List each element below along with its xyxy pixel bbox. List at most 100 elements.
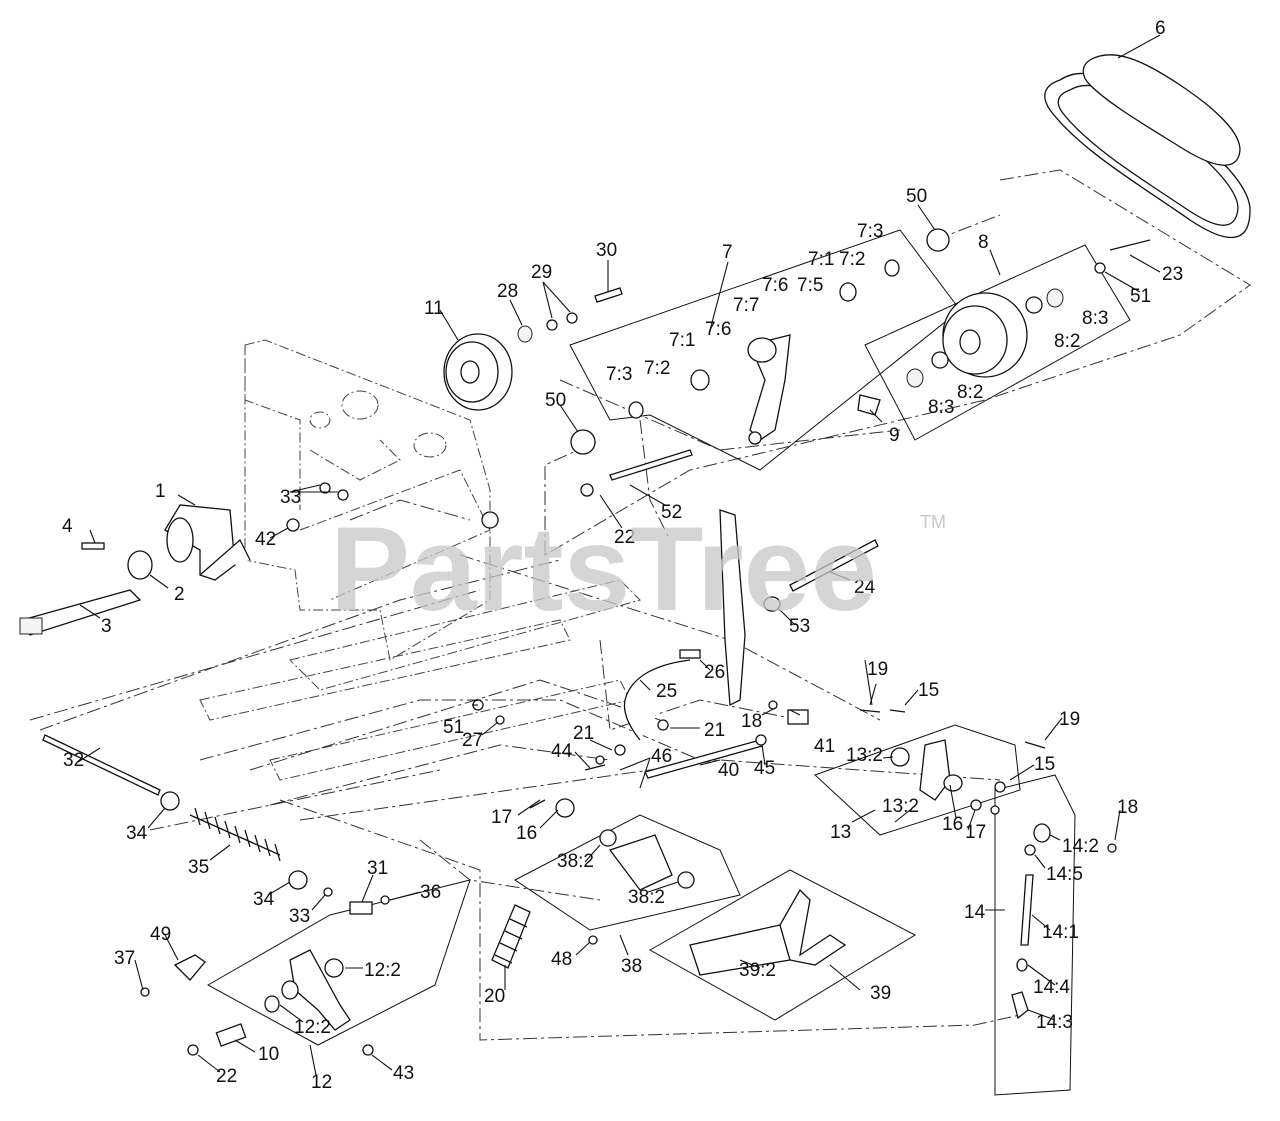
small-parts [286, 228, 1151, 532]
callout-18: 18 [741, 711, 762, 732]
shaft-3 [19, 589, 142, 636]
callout-16: 16 [942, 814, 963, 835]
callout-38-2: 38:2 [557, 851, 594, 872]
callout-35: 35 [188, 857, 209, 878]
callout-39: 39 [870, 983, 891, 1004]
bracket-38 [599, 829, 695, 891]
callout-32: 32 [63, 750, 84, 771]
callout-7-3: 7:3 [857, 221, 883, 242]
cable-25 [623, 659, 691, 741]
callout-13-2: 13:2 [846, 745, 883, 766]
callout-14-4: 14:4 [1033, 977, 1070, 998]
rod-52 [609, 449, 693, 481]
callout-26: 26 [704, 662, 725, 683]
callout-9: 9 [889, 425, 900, 446]
rod-32 [42, 734, 161, 796]
callout-12-2: 12:2 [364, 960, 401, 981]
callout-53: 53 [789, 616, 810, 637]
callout-30: 30 [596, 240, 617, 261]
bushing-34b [288, 870, 308, 890]
callout-11: 11 [424, 298, 444, 319]
callout-51: 51 [1130, 286, 1151, 307]
callout-12-2: 12:2 [294, 1017, 331, 1038]
callout-37: 37 [114, 948, 135, 969]
callout-45: 45 [754, 758, 775, 779]
callout-7-2: 7:2 [644, 358, 670, 379]
callout-51: 51 [443, 717, 464, 738]
washer-2 [127, 550, 153, 580]
callout-8: 8 [978, 232, 989, 253]
callout-34: 34 [126, 823, 148, 844]
callout-41: 41 [814, 736, 835, 757]
housing-1 [164, 504, 251, 581]
subassembly-boxes [206, 229, 1131, 1096]
callout-44: 44 [551, 741, 573, 762]
shaft-24 [789, 539, 879, 592]
assembly-box-12 [206, 879, 471, 1046]
callout-21: 21 [573, 723, 594, 744]
callout-31: 31 [367, 858, 388, 879]
callout-42: 42 [255, 529, 276, 550]
callout-33: 33 [289, 906, 310, 927]
callout-7-5: 7:5 [797, 275, 823, 296]
callout-7-1: 7:1 [669, 330, 695, 351]
belt [1044, 54, 1251, 238]
callout-40: 40 [718, 760, 739, 781]
callout-15: 15 [1034, 754, 1055, 775]
callout-19: 19 [867, 659, 888, 680]
callout-7-6: 7:6 [762, 275, 788, 296]
leader-lines [77, 34, 1161, 1076]
callout-38-2: 38:2 [628, 887, 665, 908]
callout-28: 28 [497, 281, 518, 302]
callout-43: 43 [393, 1063, 414, 1084]
callout-15: 15 [918, 680, 939, 701]
bar-26 [679, 649, 701, 659]
watermark-trademark: TM [920, 512, 946, 532]
pulley-11 [443, 333, 513, 411]
callout-7-2: 7:2 [839, 249, 865, 270]
callout-7-1: 7:1 [808, 249, 834, 270]
callout-29: 29 [531, 262, 552, 283]
bracket-13 [919, 739, 951, 801]
part-31 [349, 901, 373, 915]
callout-50: 50 [545, 390, 566, 411]
pedal-39 [689, 888, 847, 976]
part-41 [787, 709, 809, 725]
key-4 [81, 542, 105, 550]
callout-23: 23 [1162, 264, 1183, 285]
spring-35 [189, 807, 281, 862]
spring-20 [491, 904, 531, 969]
callout-49: 49 [150, 924, 171, 945]
lever-plate [719, 509, 746, 707]
callout-7: 7 [722, 242, 733, 263]
callout-20: 20 [484, 986, 505, 1007]
callout-33: 33 [280, 487, 301, 508]
assembly-box-38 [514, 814, 741, 931]
callout-17: 17 [965, 822, 986, 843]
callout-14-2: 14:2 [1062, 836, 1099, 857]
callout-12: 12 [311, 1072, 332, 1093]
callout-8-2: 8:2 [1054, 331, 1080, 352]
callout-13: 13 [830, 822, 851, 843]
callout-50: 50 [906, 186, 927, 207]
callout-22: 22 [216, 1066, 237, 1087]
callout-52: 52 [661, 502, 682, 523]
callout-25: 25 [656, 681, 677, 702]
callout-8-3: 8:3 [1082, 308, 1108, 329]
callout-4: 4 [62, 516, 73, 537]
watermark-text: PartsTree [330, 502, 877, 636]
callout-7-6: 7:6 [705, 319, 731, 340]
callout-38: 38 [621, 956, 642, 977]
assembly-box-39 [648, 869, 917, 1021]
callout-17: 17 [491, 807, 512, 828]
callout-14-1: 14:1 [1042, 922, 1079, 943]
callout-1: 1 [155, 481, 166, 502]
callout-8-3: 8:3 [928, 397, 954, 418]
callout-19: 19 [1059, 709, 1080, 730]
callout-24: 24 [854, 577, 876, 598]
washer-53 [763, 596, 781, 612]
part-49 [173, 954, 206, 981]
bushing-34a [160, 791, 180, 811]
spacer-10 [215, 1023, 247, 1047]
